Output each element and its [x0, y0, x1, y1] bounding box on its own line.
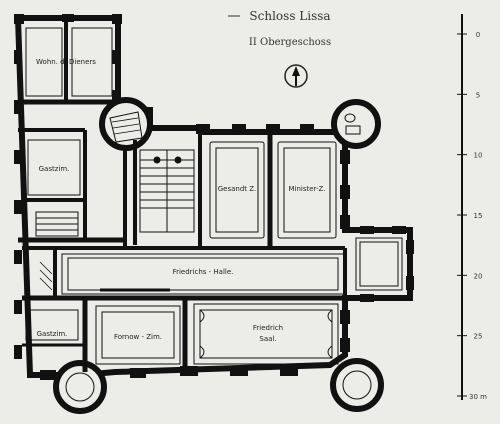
- room-label-friedrich-saal-1: Friedrich: [253, 324, 283, 332]
- room-label-minister: Minister-Z.: [288, 185, 325, 193]
- scale-tick-label: 0: [476, 31, 480, 39]
- scale-bar: 0 5 10 15 20 25 30 m: [457, 14, 487, 401]
- tower-southeast: [330, 358, 384, 412]
- scale-tick-label: 5: [476, 91, 480, 99]
- room-label-friedrichs-halle: Friedrichs - Halle.: [173, 268, 234, 276]
- tower-north: [99, 97, 153, 151]
- room-label-gastzim-lower: Gastzim.: [37, 330, 68, 338]
- staircase-central: [139, 149, 195, 233]
- room-details: [25, 27, 403, 365]
- tower-southwest: [53, 360, 107, 414]
- tower-east: [331, 99, 381, 149]
- scale-tick-label: 10: [474, 152, 483, 160]
- room-label-wohn-dieners: Wohn. d. Dieners: [36, 58, 96, 66]
- wall-piers: [14, 14, 414, 380]
- plan-title: Schloss Lissa: [249, 9, 330, 23]
- interior-walls: [18, 22, 347, 372]
- room-label-friedrich-saal-2: Saal.: [259, 335, 276, 343]
- scale-tick-label: 25: [474, 333, 483, 341]
- room-label-fornow: Fornow - Zim.: [114, 333, 162, 341]
- scale-tick-label: 20: [474, 272, 483, 280]
- outer-walls: [15, 15, 413, 378]
- hatched-area: [39, 261, 53, 291]
- scale-tick-label: 15: [474, 212, 483, 220]
- room-label-gastzim-upper: Gastzim.: [39, 165, 70, 173]
- north-arrow-icon: [284, 64, 308, 88]
- room-label-gesandt: Gesandt Z.: [218, 185, 257, 193]
- scale-tick-label: 30 m: [469, 393, 487, 401]
- staircase-west: [35, 211, 79, 237]
- plan-subtitle: II Obergeschoss: [249, 37, 331, 48]
